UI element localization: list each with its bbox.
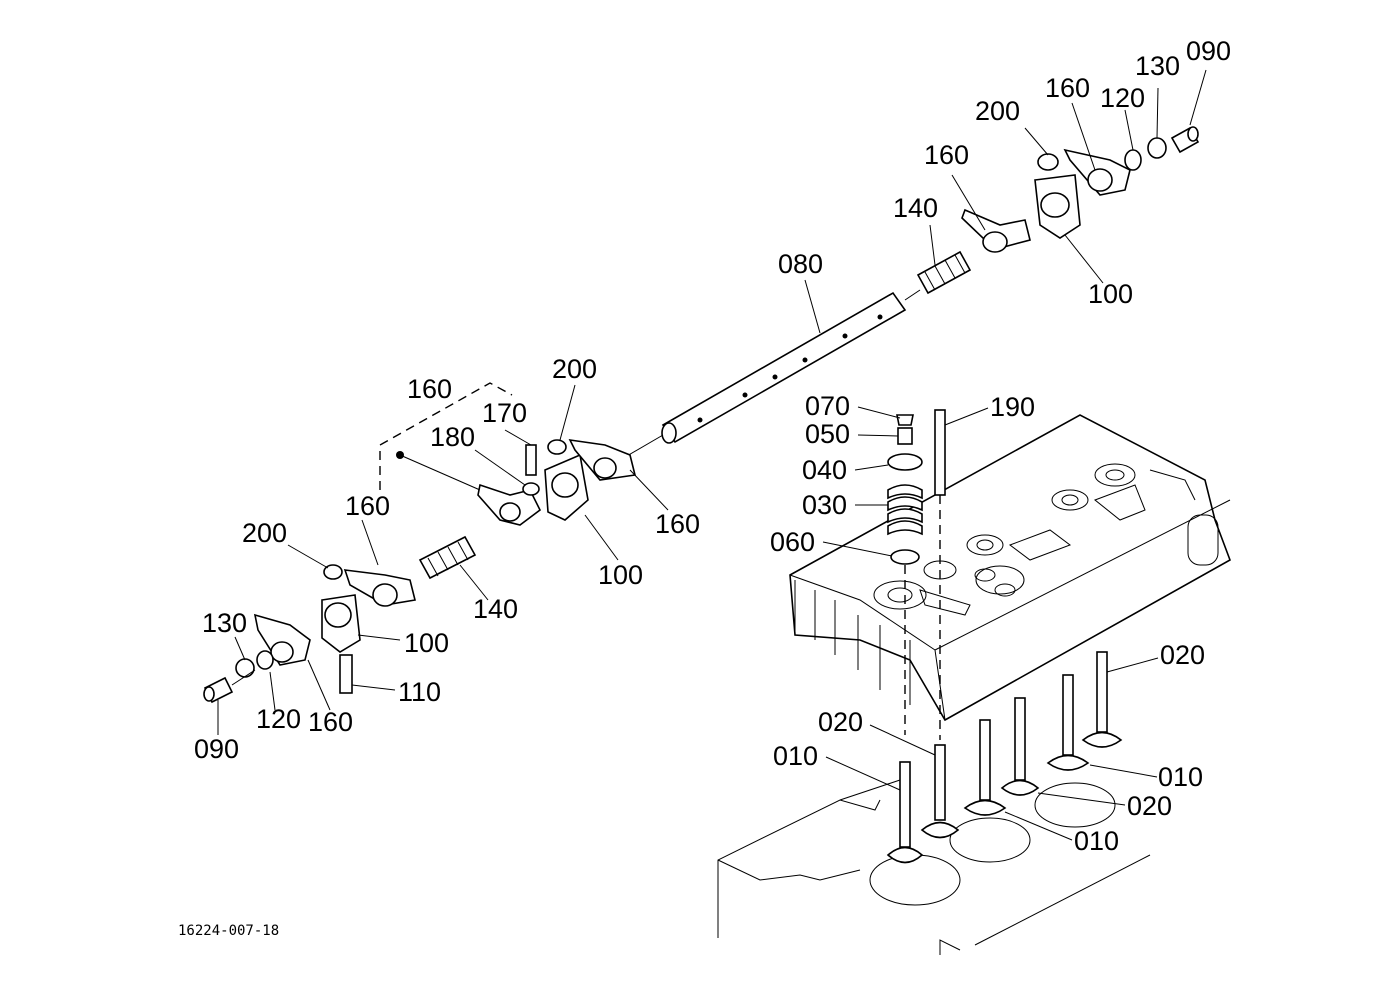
callouts: 090 130 120 160 200 160 140 100 080 200 … — [194, 36, 1231, 856]
callout-200: 200 — [552, 354, 597, 384]
callout-160: 160 — [345, 491, 390, 521]
callout-160: 160 — [924, 140, 969, 170]
callout-120: 120 — [1100, 83, 1145, 113]
spring-washer-left — [256, 650, 274, 670]
washer-left — [235, 658, 255, 678]
callout-160: 160 — [308, 707, 353, 737]
callout-200: 200 — [242, 518, 287, 548]
cylinder-head — [789, 414, 1231, 722]
callout-110: 110 — [398, 677, 441, 707]
callout-010: 010 — [1074, 826, 1119, 856]
rocker-cluster-left — [203, 535, 477, 704]
stud-bolt — [934, 409, 946, 496]
callout-020: 020 — [818, 707, 863, 737]
nut-middle — [547, 439, 567, 455]
valve-seal — [890, 549, 920, 565]
callout-140: 140 — [893, 193, 938, 223]
spring-retainer — [887, 453, 923, 471]
spring-washer-right — [1124, 149, 1142, 171]
callout-080: 080 — [778, 249, 823, 279]
figure-code: 16224-007-18 — [178, 923, 279, 939]
callout-100: 100 — [598, 560, 643, 590]
callout-010: 010 — [773, 741, 818, 771]
valves — [886, 651, 1123, 864]
callout-200: 200 — [975, 96, 1020, 126]
rocker-cluster-right — [916, 126, 1200, 295]
rocker-cluster-middle — [477, 438, 636, 526]
valve-cap — [896, 414, 914, 426]
callout-010: 010 — [1158, 762, 1203, 792]
valve-collet — [897, 427, 913, 445]
callout-160: 160 — [1045, 73, 1090, 103]
leader-lines — [217, 69, 1207, 841]
valve-4 — [1000, 697, 1040, 796]
pin-left — [339, 654, 353, 694]
callout-160: 160 — [407, 374, 452, 404]
callout-100: 100 — [1088, 279, 1133, 309]
callout-040: 040 — [802, 455, 847, 485]
callout-100: 100 — [404, 628, 449, 658]
callout-190: 190 — [990, 392, 1035, 422]
callout-130: 130 — [1135, 51, 1180, 81]
group-bracket — [379, 382, 513, 490]
callout-180: 180 — [430, 422, 475, 452]
callout-130: 130 — [202, 608, 247, 638]
callout-020: 020 — [1160, 640, 1205, 670]
callout-090: 090 — [194, 734, 239, 764]
callout-070: 070 — [805, 391, 850, 421]
rocker-arm-left-2 — [253, 613, 311, 666]
nut-left — [323, 564, 343, 580]
callout-160: 160 — [655, 509, 700, 539]
valve-3 — [963, 719, 1007, 816]
washer-right — [1147, 137, 1167, 159]
callout-030: 030 — [802, 490, 847, 520]
valve-spring-assembly — [887, 409, 946, 740]
callout-020: 020 — [1127, 791, 1172, 821]
valve-1 — [886, 761, 924, 864]
callout-090: 090 — [1186, 36, 1231, 66]
engine-block — [717, 779, 1151, 955]
callout-050: 050 — [805, 419, 850, 449]
adjust-screw — [525, 444, 537, 476]
nut-right — [1037, 153, 1059, 171]
callout-170: 170 — [482, 398, 527, 428]
lock-nut — [522, 482, 540, 496]
callout-060: 060 — [770, 527, 815, 557]
valve-5 — [1046, 674, 1090, 771]
valve-2 — [920, 744, 960, 839]
callout-120: 120 — [256, 704, 301, 734]
callout-140: 140 — [473, 594, 518, 624]
valve-6 — [1081, 651, 1123, 748]
